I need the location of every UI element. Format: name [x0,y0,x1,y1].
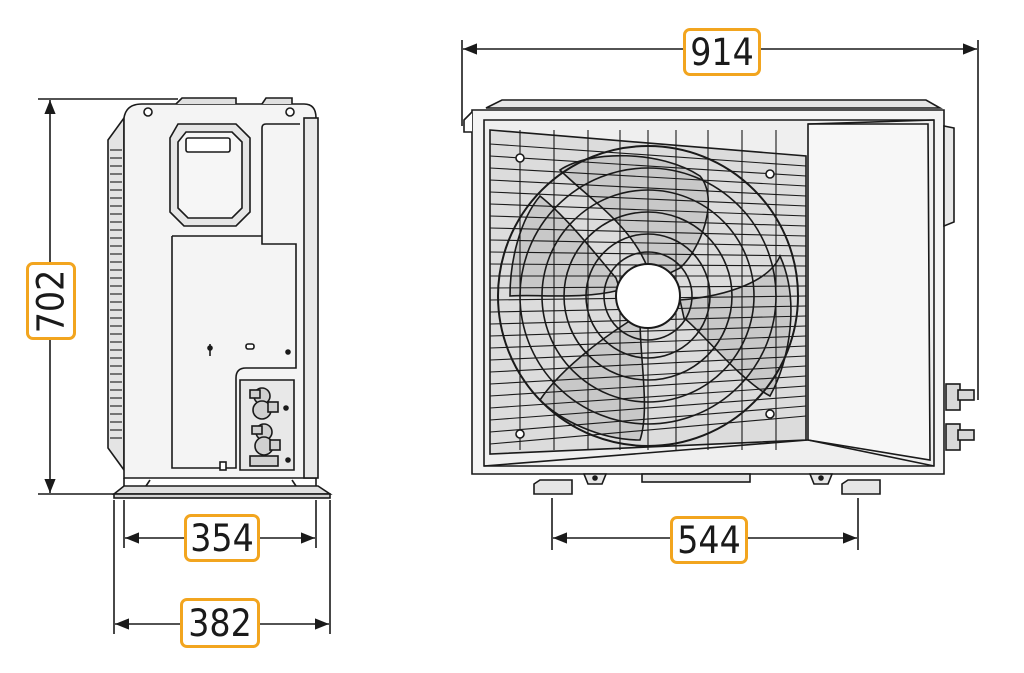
foot-spacing-label: 544 [670,516,748,564]
foot-spacing-value: 544 [677,518,741,562]
width-dimension [461,40,979,400]
width-label: 914 [683,28,761,76]
height-label: 702 [26,262,76,340]
height-value: 702 [29,269,73,333]
height-dimension [38,98,178,495]
width-value: 914 [690,30,754,74]
depth-side-value: 354 [190,516,254,560]
depth-side-label: 354 [184,514,260,562]
depth-base-dimension [113,500,331,634]
foot-spacing-dimension [551,498,859,550]
depth-base-value: 382 [188,601,252,645]
depth-base-label: 382 [180,598,260,648]
depth-side-dimension [123,500,317,548]
front-view-unit [463,99,975,495]
side-view-unit [107,97,333,499]
